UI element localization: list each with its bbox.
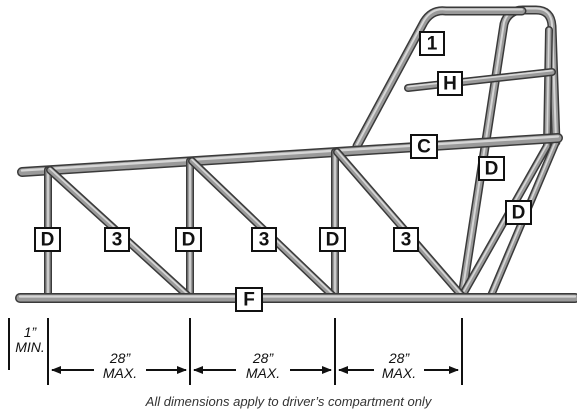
label-3-2-text: 3 xyxy=(259,230,270,251)
label-d-rear-lower: D xyxy=(505,200,532,225)
caption: All dimensions apply to driver’s compart… xyxy=(145,394,432,409)
label-d-3: D xyxy=(319,227,346,252)
dim-min-value: 1” xyxy=(24,324,38,340)
label-d-2: D xyxy=(175,227,202,252)
dim-max-3-value: 28” xyxy=(388,350,411,366)
label-d-1-text: D xyxy=(41,230,55,251)
dim-max-2-unit: MAX. xyxy=(246,365,280,381)
label-d-rear-upper: D xyxy=(478,156,505,181)
label-c: C xyxy=(410,134,438,159)
label-d-rear-upper-text: D xyxy=(485,159,499,180)
label-1: 1 xyxy=(419,31,445,56)
label-3-2: 3 xyxy=(251,227,277,252)
cage-tubes xyxy=(15,5,577,303)
lower-rail-tube xyxy=(15,293,577,303)
dim-max-1-unit: MAX. xyxy=(103,365,137,381)
main-hoop-tube xyxy=(457,5,561,301)
dim-max-1-value: 28” xyxy=(109,350,132,366)
upper-rail-tube xyxy=(17,133,563,177)
label-c-text: C xyxy=(417,137,431,158)
label-f: F xyxy=(235,287,263,312)
label-d-3-text: D xyxy=(326,230,340,251)
label-f-text: F xyxy=(243,290,255,311)
label-d-1: D xyxy=(34,227,61,252)
label-h-text: H xyxy=(443,74,457,95)
label-3-1-text: 3 xyxy=(112,230,123,251)
harness-bar-tube xyxy=(404,68,556,92)
dim-max-3-unit: MAX. xyxy=(382,365,416,381)
label-3-3-text: 3 xyxy=(401,230,412,251)
label-d-rear-lower-text: D xyxy=(512,203,526,224)
roof-bar-tube xyxy=(352,6,527,151)
diagonal-3-tube xyxy=(333,148,466,300)
label-d-2-text: D xyxy=(182,230,196,251)
dimension-lines: 1” MIN. 28” MAX. 28” MAX. 28” MAX. xyxy=(8,318,463,385)
dim-max-2-value: 28” xyxy=(252,350,275,366)
dim-min-unit: MIN. xyxy=(15,339,45,355)
label-3-1: 3 xyxy=(104,227,130,252)
label-h: H xyxy=(437,71,463,96)
label-3-3: 3 xyxy=(393,227,419,252)
label-1-text: 1 xyxy=(427,34,438,55)
